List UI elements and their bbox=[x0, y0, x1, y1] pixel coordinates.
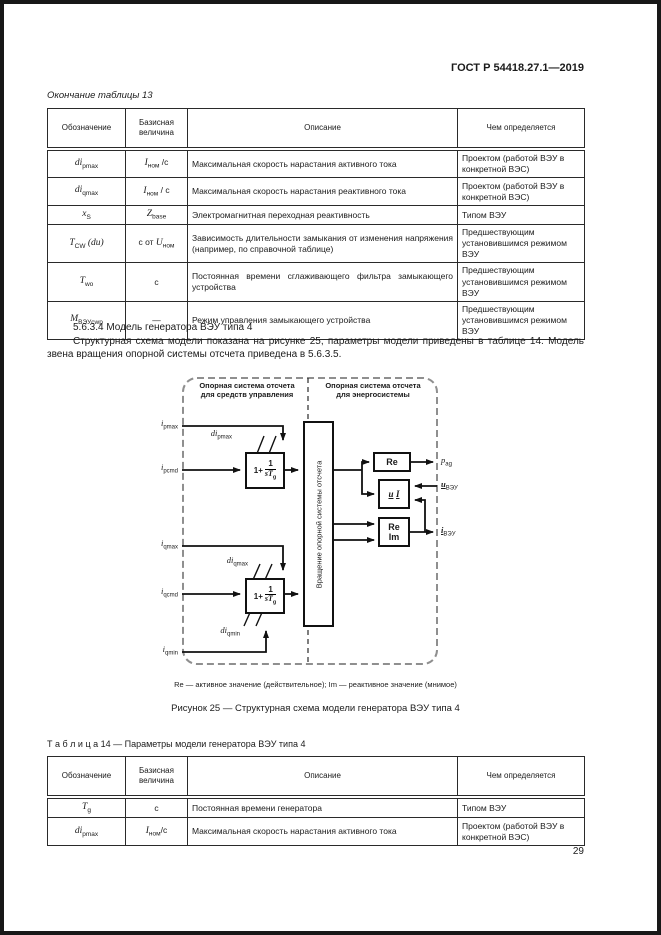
signal-diqmin: diqmin bbox=[220, 625, 240, 638]
description-cell: Электромагнитная переходная реактивность bbox=[187, 205, 458, 226]
signal-iqcmd: iqcmd bbox=[160, 586, 178, 599]
description-cell: Максимальная скорость нарастания активно… bbox=[187, 148, 458, 179]
figure-note: Re — активное значение (действительное);… bbox=[174, 680, 457, 689]
signal-iwt: iВЭУ bbox=[441, 525, 456, 538]
figure-caption: Рисунок 25 — Структурная схема модели ге… bbox=[171, 703, 460, 714]
base-cell: Zbase bbox=[125, 205, 188, 226]
description-cell: Максимальная скорость нарастания реактив… bbox=[187, 177, 458, 207]
symbol-cell: Two bbox=[47, 262, 126, 302]
base-cell: Iном / с bbox=[125, 177, 188, 207]
table-row: dipmax Iном /с Максимальная скорость нар… bbox=[47, 148, 585, 179]
table-header-row: Обозначение Базисная величина Описание Ч… bbox=[47, 108, 585, 151]
signal-ipmax: ipmax bbox=[160, 418, 178, 431]
table13-continuation-label: Окончание таблицы 13 bbox=[47, 90, 153, 101]
col-header-description: Описание bbox=[187, 756, 458, 799]
table-row: dipmax Iном/с Максимальная скорость нара… bbox=[47, 817, 585, 847]
description-cell: Максимальная скорость нарастания активно… bbox=[187, 817, 458, 847]
signal-diqmax: diqmax bbox=[226, 555, 248, 568]
col-header-symbol: Обозначение bbox=[47, 756, 126, 799]
table-row: TCW (du) с от Uном Зависимость длительно… bbox=[47, 224, 585, 264]
symbol-cell: dipmax bbox=[47, 817, 126, 847]
signal-iqmax: iqmax bbox=[160, 538, 178, 551]
col-header-symbol: Обозначение bbox=[47, 108, 126, 151]
section-paragraph: Структурная схема модели показана на рис… bbox=[47, 335, 584, 361]
base-cell: с bbox=[125, 796, 188, 819]
page-number: 29 bbox=[572, 846, 584, 857]
determined-cell: Предшествующим установившимся режимом ВЭ… bbox=[457, 300, 585, 340]
description-cell: Зависимость длительности замыкания от из… bbox=[187, 224, 458, 264]
symbol-cell: xS bbox=[47, 205, 126, 226]
base-cell: с bbox=[125, 262, 188, 302]
col-header-determined: Чем определяется bbox=[457, 756, 585, 799]
re-block: Re bbox=[373, 452, 411, 472]
col-header-base: Базисная величина bbox=[125, 756, 188, 799]
symbol-cell: MВЭУcwp bbox=[47, 300, 126, 340]
table-row: Tg с Постоянная времени генератора Типом… bbox=[47, 796, 585, 819]
table-14: Обозначение Базисная величина Описание Ч… bbox=[47, 756, 585, 847]
voltage-current-block: u I bbox=[378, 479, 410, 509]
doc-number: ГОСТ Р 54418.27.1—2019 bbox=[450, 62, 584, 74]
figure-25-diagram: Опорная система отсчета для средств упра… bbox=[140, 374, 464, 676]
determined-cell: Проектом (работой ВЭУ в конкретной ВЭС) bbox=[457, 148, 585, 179]
base-cell: Iном /с bbox=[125, 148, 188, 179]
symbol-cell: TCW (du) bbox=[47, 224, 126, 264]
signal-uwt: uВЭУ bbox=[441, 479, 458, 492]
description-cell: Постоянная времени сглаживающего фильтра… bbox=[187, 262, 458, 302]
determined-cell: Типом ВЭУ bbox=[457, 796, 585, 819]
frame-label-grid: Опорная система отсчета для энергосистем… bbox=[325, 381, 421, 399]
determined-cell: Предшествующим установившимся режимом ВЭ… bbox=[457, 224, 585, 264]
symbol-cell: Tg bbox=[47, 796, 126, 819]
symbol-cell: diqmax bbox=[47, 177, 126, 207]
signal-dipmax: dipmax bbox=[210, 428, 232, 441]
reference-frame-rotation-block: Вращение опорной системы отсчета bbox=[303, 421, 334, 627]
col-header-base: Базисная величина bbox=[125, 108, 188, 151]
base-cell: Iном/с bbox=[125, 817, 188, 847]
section-5634: 5.6.3.4 Модель генератора ВЭУ типа 4 Стр… bbox=[47, 321, 584, 362]
signal-ipcmd: ipcmd bbox=[160, 462, 178, 475]
col-header-description: Описание bbox=[187, 108, 458, 151]
table-row: xS Zbase Электромагнитная переходная реа… bbox=[47, 205, 585, 226]
signal-iqmin: iqmin bbox=[162, 644, 178, 657]
table-row: Two с Постоянная времени сглаживающего ф… bbox=[47, 262, 585, 302]
table-row: diqmax Iном / с Максимальная скорость на… bbox=[47, 177, 585, 207]
table-header-row: Обозначение Базисная величина Описание Ч… bbox=[47, 756, 585, 799]
determined-cell: Предшествующим установившимся режимом ВЭ… bbox=[457, 262, 585, 302]
section-heading: 5.6.3.4 Модель генератора ВЭУ типа 4 bbox=[73, 322, 253, 333]
col-header-determined: Чем определяется bbox=[457, 108, 585, 151]
base-cell: с от Uном bbox=[125, 224, 188, 264]
determined-cell: Проектом (работой ВЭУ в конкретной ВЭС) bbox=[457, 177, 585, 207]
determined-cell: Типом ВЭУ bbox=[457, 205, 585, 226]
table-row: MВЭУcwp — Режим управления замыкающего у… bbox=[47, 300, 585, 340]
symbol-cell: dipmax bbox=[47, 148, 126, 179]
signal-pag: pag bbox=[441, 455, 452, 468]
determined-cell: Проектом (работой ВЭУ в конкретной ВЭС) bbox=[457, 817, 585, 847]
frame-label-control: Опорная система отсчета для средств упра… bbox=[199, 381, 295, 399]
table-13: Обозначение Базисная величина Описание Ч… bbox=[47, 108, 585, 340]
description-cell: Режим управления замыкающего устройства bbox=[187, 300, 458, 340]
description-cell: Постоянная времени генератора bbox=[187, 796, 458, 819]
table14-title: Т а б л и ц а 14 — Параметры модели гене… bbox=[47, 739, 306, 749]
